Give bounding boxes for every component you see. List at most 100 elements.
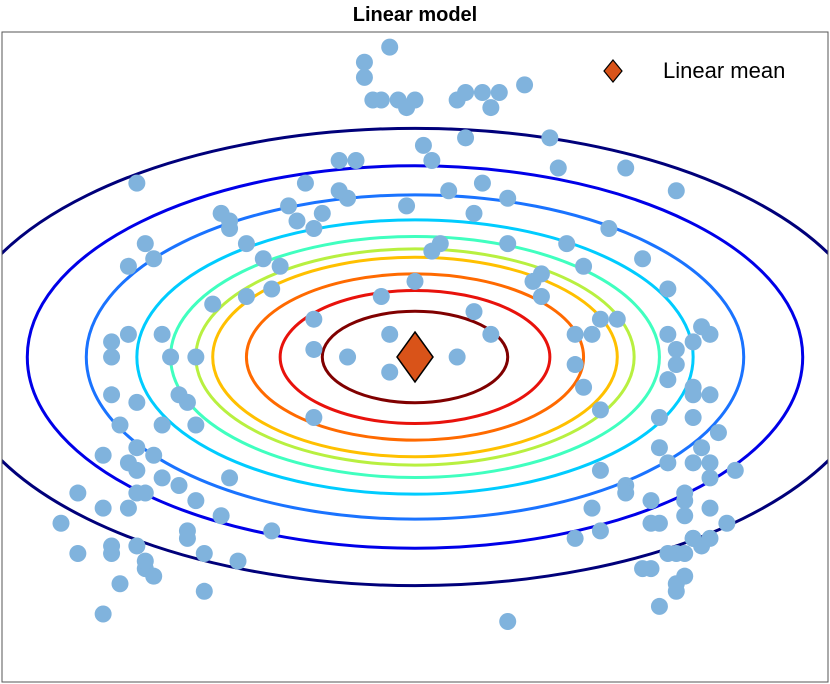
contour-line <box>25 164 805 550</box>
data-point <box>659 280 677 298</box>
data-point <box>305 340 323 358</box>
data-point <box>237 288 255 306</box>
data-point <box>145 250 163 268</box>
data-point <box>119 325 137 343</box>
data-point <box>330 151 348 169</box>
data-point <box>136 552 154 570</box>
data-point <box>212 507 230 525</box>
data-point <box>575 378 593 396</box>
data-point <box>187 416 205 434</box>
contour-line <box>278 288 552 426</box>
data-point <box>499 189 517 207</box>
data-point <box>221 469 239 487</box>
data-point <box>709 424 727 442</box>
data-point <box>103 386 121 404</box>
data-point <box>440 182 458 200</box>
data-point <box>381 38 399 56</box>
data-point <box>170 476 188 494</box>
data-point <box>532 288 550 306</box>
data-point <box>145 446 163 464</box>
data-point <box>591 401 609 419</box>
data-point <box>684 454 702 472</box>
data-point <box>701 325 719 343</box>
data-point <box>659 371 677 389</box>
data-point <box>701 499 719 517</box>
scatter-layer <box>52 38 744 631</box>
data-point <box>237 235 255 253</box>
data-point <box>684 408 702 426</box>
data-point <box>355 53 373 71</box>
data-point <box>187 348 205 366</box>
data-point <box>667 356 685 374</box>
data-point <box>718 514 736 532</box>
data-point <box>94 605 112 623</box>
data-point <box>591 310 609 328</box>
data-point <box>111 416 129 434</box>
data-point <box>128 484 146 502</box>
data-point <box>701 529 719 547</box>
data-point <box>684 529 702 547</box>
data-point <box>650 514 668 532</box>
axes-frame <box>1 31 829 683</box>
data-point <box>94 499 112 517</box>
data-point <box>701 386 719 404</box>
data-point <box>263 280 281 298</box>
data-point <box>178 529 196 547</box>
data-point <box>482 325 500 343</box>
data-point <box>229 552 247 570</box>
data-point <box>499 613 517 631</box>
data-point <box>676 484 694 502</box>
data-point <box>473 83 491 101</box>
data-point <box>128 174 146 192</box>
data-point <box>347 151 365 169</box>
data-point <box>111 575 129 593</box>
data-point <box>667 182 685 200</box>
data-point <box>119 257 137 275</box>
data-point <box>128 393 146 411</box>
data-point <box>381 363 399 381</box>
data-point <box>271 257 289 275</box>
data-point <box>398 197 416 215</box>
data-point <box>634 250 652 268</box>
data-point <box>372 91 390 109</box>
data-point <box>617 159 635 177</box>
data-point <box>406 272 424 290</box>
data-point <box>659 454 677 472</box>
data-point <box>355 68 373 86</box>
data-point <box>448 91 466 109</box>
data-point <box>516 76 534 94</box>
data-point <box>608 310 626 328</box>
contour-line <box>84 193 746 521</box>
data-point <box>195 545 213 563</box>
data-point <box>448 348 466 366</box>
contour-line <box>211 255 619 459</box>
data-point <box>195 582 213 600</box>
data-point <box>103 537 121 555</box>
mean-marker <box>396 330 434 384</box>
data-point <box>701 454 719 472</box>
data-point <box>204 295 222 313</box>
legend-label: Linear mean <box>663 58 785 83</box>
data-point <box>650 408 668 426</box>
data-point <box>381 325 399 343</box>
data-point <box>52 514 70 532</box>
data-point <box>170 386 188 404</box>
data-point <box>406 91 424 109</box>
data-point <box>465 204 483 222</box>
data-point <box>549 159 567 177</box>
data-point <box>153 469 171 487</box>
data-point <box>701 469 719 487</box>
data-point <box>667 340 685 358</box>
data-point <box>634 560 652 578</box>
data-point <box>128 439 146 457</box>
data-point <box>339 348 357 366</box>
data-point <box>330 182 348 200</box>
data-point <box>457 129 475 147</box>
data-point <box>667 575 685 593</box>
data-point <box>305 220 323 238</box>
data-point <box>69 545 87 563</box>
data-point <box>583 499 601 517</box>
data-point <box>128 461 146 479</box>
data-point <box>69 484 87 502</box>
